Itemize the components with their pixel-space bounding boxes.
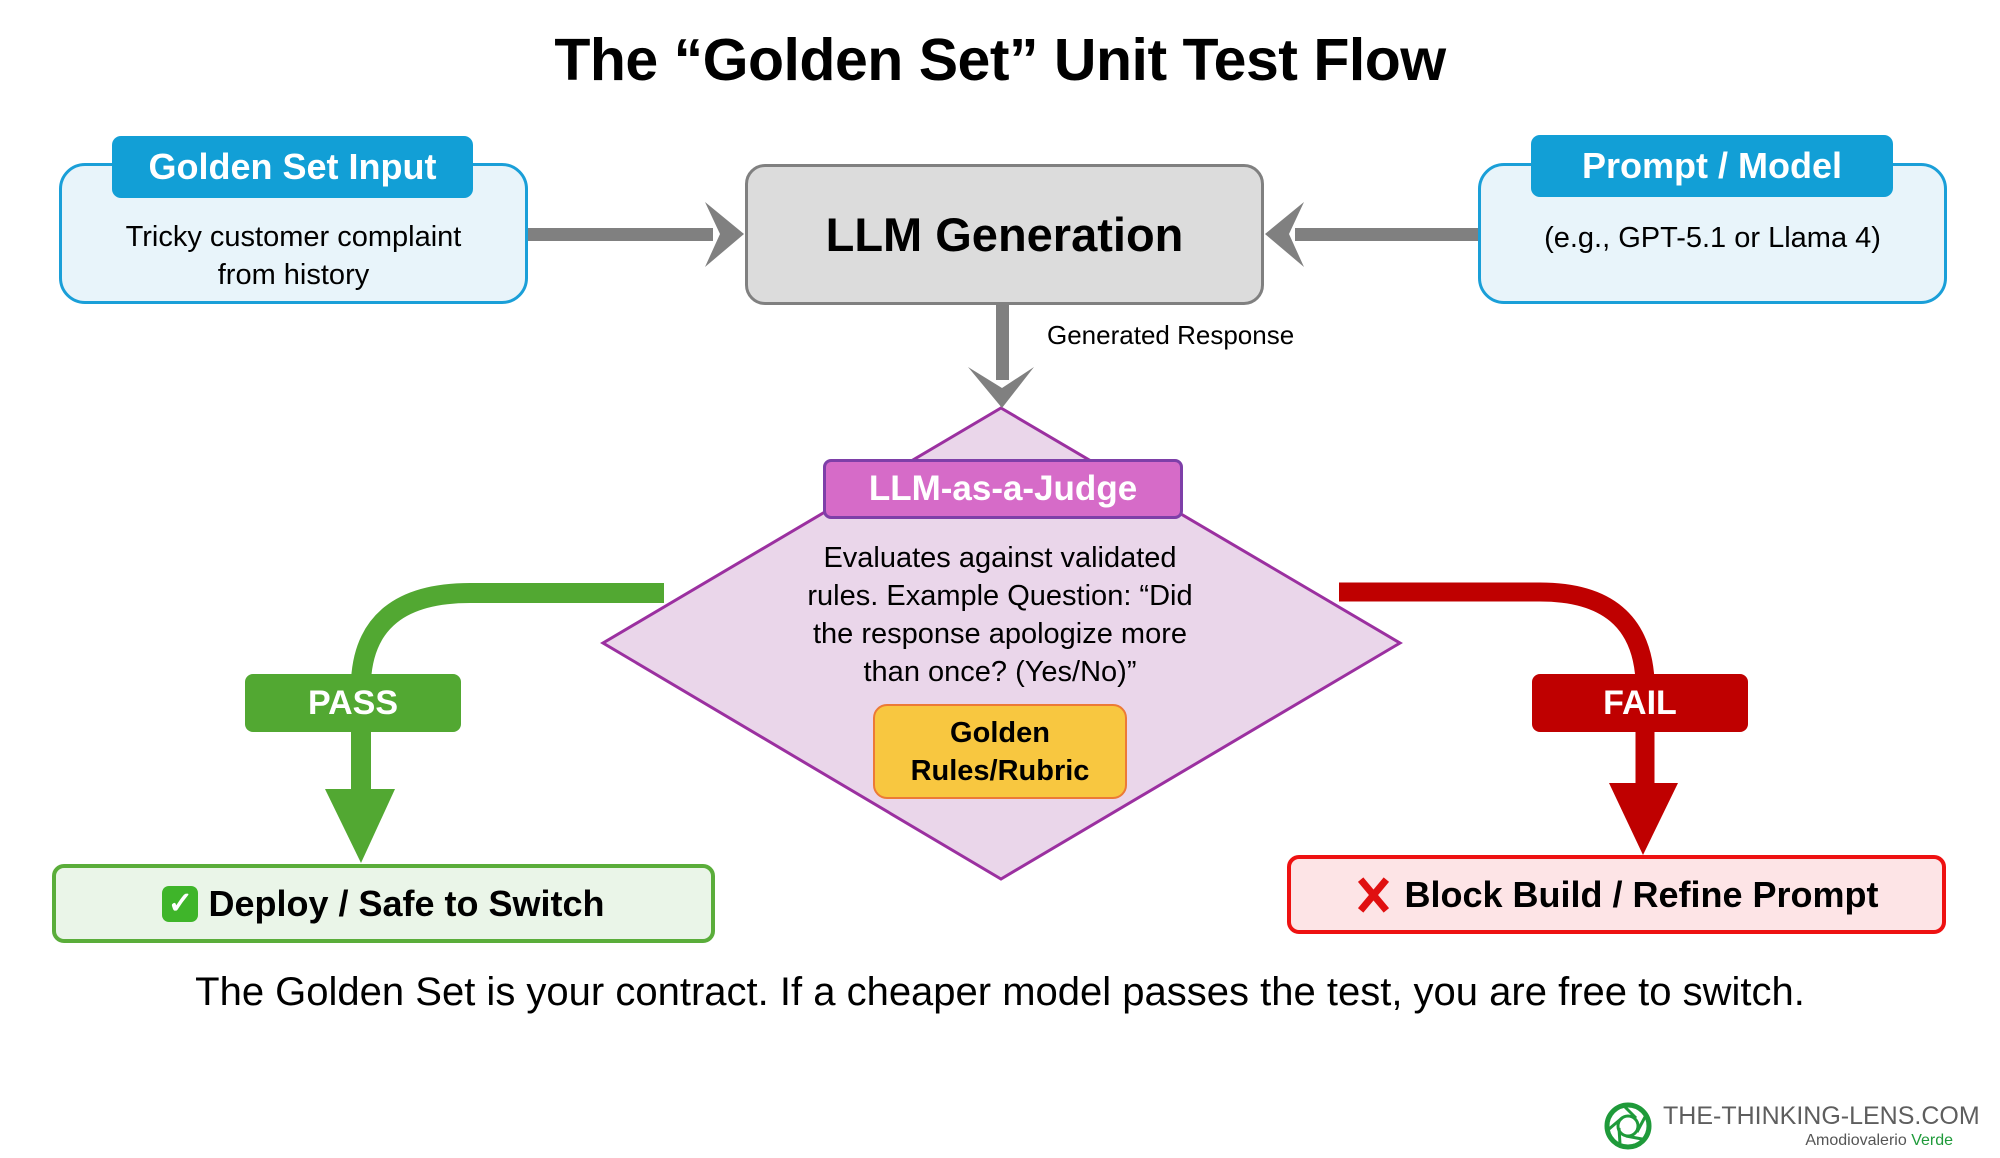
judge-description-line: rules. Example Question: “Did [807,580,1193,612]
pass-branch-line [351,583,664,790]
deploy-outcome-node: ✓ Deploy / Safe to Switch [52,864,715,943]
check-mark-icon: ✓ [162,885,199,922]
prompt-model-text: (e.g., GPT-5.1 or Llama 4) [1478,219,1947,257]
model-arrow-head [1265,202,1304,267]
golden-rubric-node: Golden Rules/Rubric [873,704,1127,799]
cross-mark-icon [1354,877,1392,913]
caption: The Golden Set is your contract. If a ch… [195,970,1805,1014]
brand-author: Amodiovalerio Verde [1663,1132,1953,1150]
golden-rubric-line: Rules/Rubric [910,754,1090,787]
prompt-model-tab: Prompt / Model [1531,135,1893,197]
judge-description-line: the response apologize more [812,618,1187,650]
judge-description: Evaluates against validated rules. Examp… [760,539,1240,691]
golden-rubric-line: Golden [950,716,1050,749]
brand-author-last: Verde [1911,1132,1953,1149]
block-outcome-label: Block Build / Refine Prompt [1404,873,1879,915]
fail-branch-line [1339,582,1655,784]
brand-site-name: THE-THINKING-LENS.COM [1663,1102,1980,1130]
brand-author-first: Amodiovalerio [1805,1132,1907,1149]
block-outcome-node: Block Build / Refine Prompt [1287,855,1946,934]
judge-description-line: than once? (Yes/No)” [863,656,1137,688]
judge-description-line: Evaluates against validated [823,542,1177,574]
pass-arrow-head [325,789,395,863]
diagram-title: The “Golden Set” Unit Test Flow [554,27,1446,93]
pass-label: PASS [245,674,461,732]
deploy-outcome-label: Deploy / Safe to Switch [208,882,605,924]
golden-set-input-line: Tricky customer complaint [125,221,462,253]
llm-generation-node: LLM Generation [745,164,1264,305]
golden-set-input-tab: Golden Set Input [112,136,473,198]
golden-set-input-text: Tricky customer complaint from history [59,218,528,294]
fail-arrow-head [1609,783,1678,855]
generated-response-label: Generated Response [1047,320,1295,350]
fail-label: FAIL [1532,674,1748,732]
golden-set-input-line: from history [217,259,370,291]
response-arrow-head [968,367,1034,408]
llm-as-a-judge-tab: LLM-as-a-Judge [823,459,1183,519]
response-arrow-shaft [996,305,1009,380]
model-arrow-shaft [1295,228,1480,241]
input-arrow-head [705,202,744,267]
input-arrow-shaft [528,228,713,241]
judge-diamond [600,406,1403,881]
prompt-model-line: (e.g., GPT-5.1 or Llama 4) [1544,222,1881,254]
thinking-lens-logo-icon [1604,1102,1652,1150]
